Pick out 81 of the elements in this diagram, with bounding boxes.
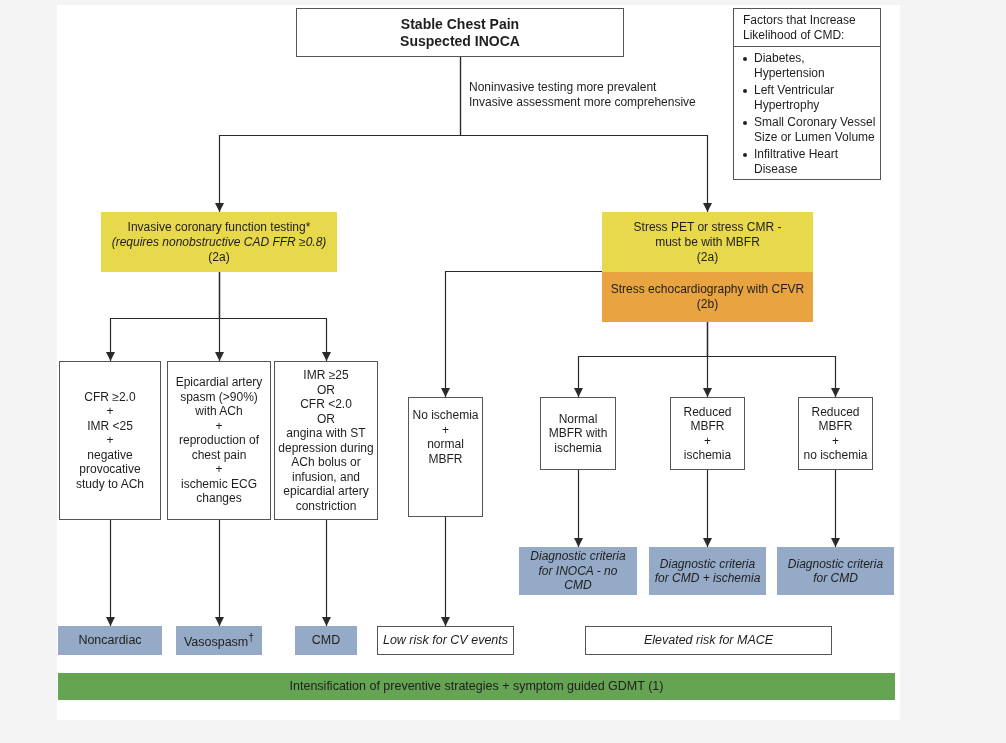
box-text: reproduction of chest pain [177, 433, 261, 463]
box-text: Reduced MBFR [682, 404, 733, 434]
note-text: Noninvasive testing more prevalent [469, 80, 657, 95]
list-item-text: Infiltrative Heart Disease [754, 147, 840, 176]
test-box [602, 212, 813, 272]
risk-box [377, 626, 514, 655]
box-text: + [215, 462, 223, 477]
box-text: negative provocative study to ACh [74, 447, 145, 492]
box-text: + [704, 433, 711, 448]
box-text: Vasospasm$^{†}$ [183, 631, 255, 650]
box-text: (2a) [208, 249, 230, 265]
box-text: CMD [311, 633, 341, 648]
arrow [218, 271, 331, 362]
box-text: CFR <2.0 [300, 397, 352, 412]
list-item-text: Small Coronary Vessel Size or Lumen Volume [754, 115, 877, 144]
box-text: Normal MBFR with ischemia [547, 411, 609, 456]
diagnosis-box [519, 547, 637, 595]
box-text: No ischemia [412, 408, 479, 423]
box-text: Invasive coronary function testing* [127, 219, 311, 235]
criteria-box [274, 361, 378, 520]
box-text: CFR ≥2.0 [84, 389, 136, 405]
panel-heading: Factors that Increase Likelihood of CMD: [742, 12, 857, 44]
box-text: (2b) [696, 297, 719, 312]
test-box [101, 212, 337, 272]
box-text: + [106, 433, 114, 448]
box-text: ischemic ECG changes [180, 476, 258, 506]
arrow [706, 321, 840, 398]
diagnosis-box [649, 547, 766, 595]
box-text: Intensification of preventive strategies + symptom guided GDMT (1) [289, 679, 664, 694]
criteria-box [408, 397, 483, 517]
box-text: (2a) [696, 249, 719, 265]
box-text: OR [317, 382, 335, 397]
box-text: ischemia [683, 448, 732, 463]
note-text: Invasive assessment more comprehensive [469, 95, 696, 110]
box-text: (requires nonobstructive CAD FFR ≥0.8) [111, 234, 327, 250]
treatment-bar [58, 673, 895, 700]
criteria-box [59, 361, 161, 520]
box-text: Low risk for CV events [382, 633, 508, 648]
criteria-box [798, 397, 873, 470]
diagnosis-box [176, 626, 262, 655]
box-text: + [106, 404, 114, 419]
box-text: no ischemia [803, 448, 868, 463]
box-text: Diagnostic criteria for INOCA - no CMD [529, 549, 627, 593]
arrow [703, 469, 712, 548]
box-text: Stress echocardiography with CFVR [610, 282, 805, 297]
box-text: + [215, 418, 223, 434]
arrow [322, 519, 331, 627]
diagnosis-box [295, 626, 357, 655]
box-text: Elevated risk for MACE [643, 633, 774, 648]
box-text: Noncardiac [78, 633, 142, 648]
box-text: IMR <25 [87, 418, 133, 434]
box-text: Epicardial artery spasm (>90%) with ACh [174, 375, 264, 419]
box-text: normal MBFR [426, 437, 465, 466]
diagnosis-box [777, 547, 894, 595]
box-text: Reduced MBFR [810, 404, 861, 434]
box-text: Diagnostic criteria for CMD [786, 556, 885, 586]
diagnosis-box [58, 626, 162, 655]
box-text: + [832, 433, 839, 448]
box-text: angina with ST depression during ACh bolus or infusion, and epicardial artery constriction [278, 426, 374, 513]
test-box [602, 272, 813, 322]
arrow [574, 469, 583, 548]
list-item-text: Diabetes, Hypertension [754, 51, 826, 80]
criteria-box [167, 361, 271, 520]
arrow [215, 519, 224, 627]
arrow [441, 516, 450, 627]
risk-box [585, 626, 832, 655]
factor-list-panel [733, 8, 881, 180]
arrow [831, 469, 840, 548]
arrow [441, 270, 603, 398]
arrow [106, 519, 115, 627]
box-text: OR [317, 411, 335, 426]
start-box [296, 8, 624, 57]
box-title: Stable Chest Pain Suspected INOCA [399, 15, 521, 50]
box-text: IMR ≥25 [303, 368, 349, 383]
criteria-box [670, 397, 745, 470]
box-text: Diagnostic criteria for CMD + ischemia [653, 556, 762, 586]
criteria-box [540, 397, 616, 470]
box-text: Stress PET or stress CMR - must be with MBFR [632, 219, 783, 250]
box-text: + [442, 422, 449, 437]
arrow [459, 56, 712, 213]
list-item-text: Left Ventricular Hypertrophy [754, 83, 836, 112]
